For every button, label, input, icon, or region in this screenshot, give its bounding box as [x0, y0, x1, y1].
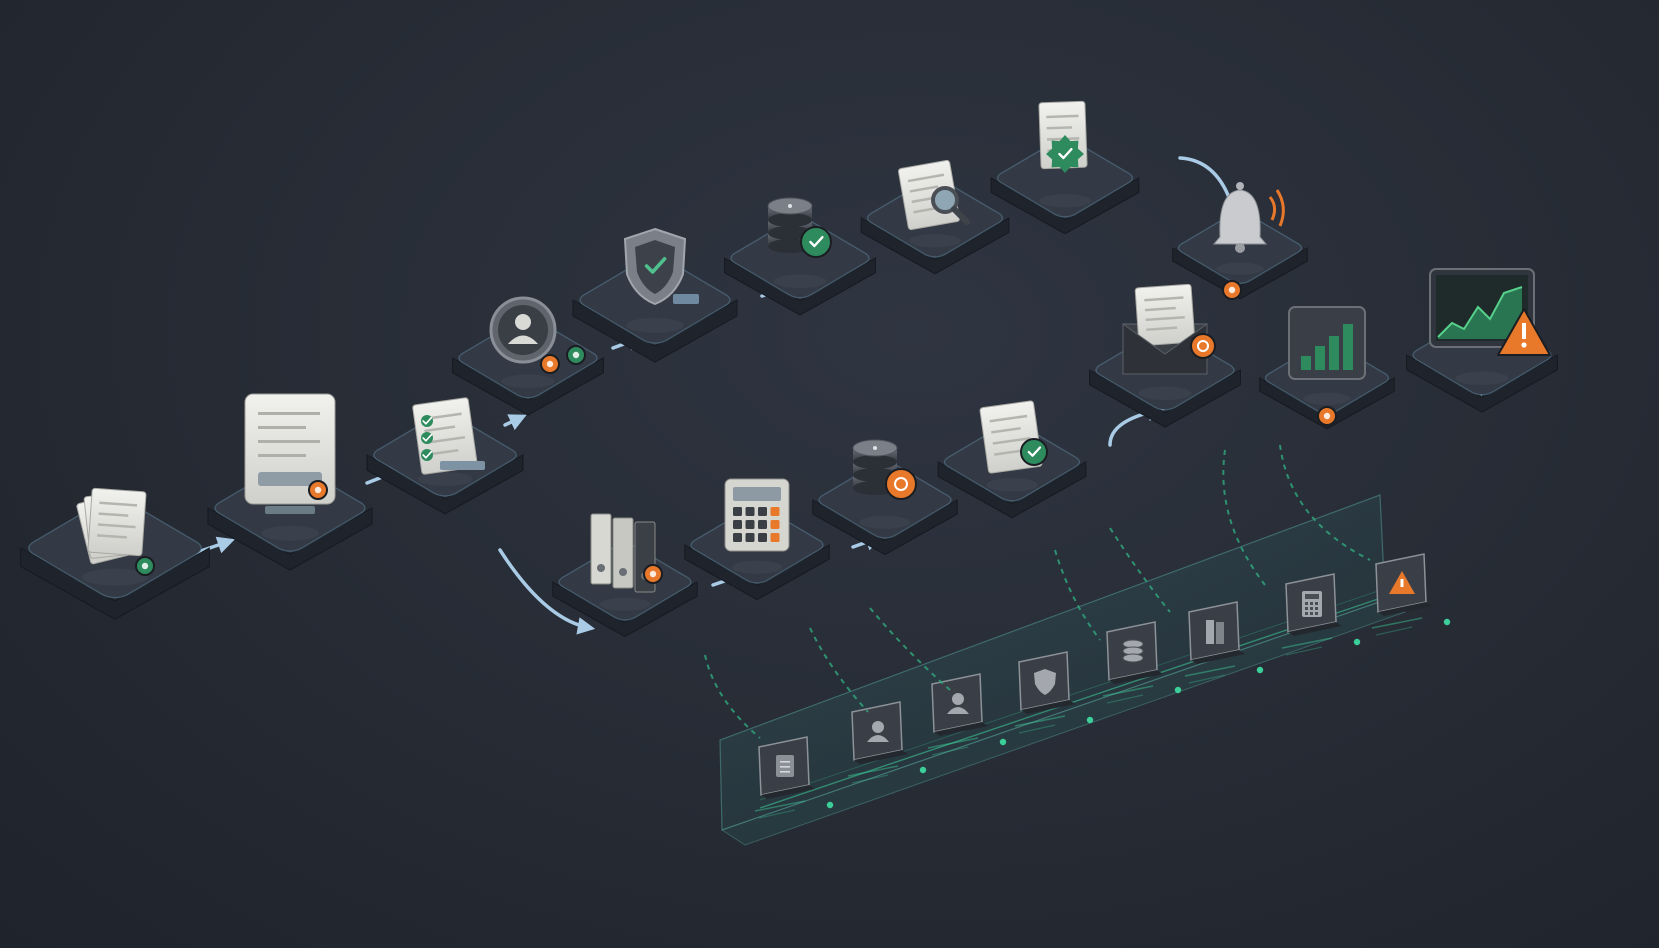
envelope-icon: [1122, 283, 1216, 375]
audit-trail-panel: [719, 494, 1451, 846]
warning-icon: [1389, 571, 1415, 594]
status-badge-icon: [643, 564, 663, 584]
form-card-icon: [244, 393, 336, 514]
workflow-node-identity[interactable]: [452, 296, 604, 416]
workflow-node-dashboard-alert[interactable]: [1406, 268, 1558, 413]
calculator-icon: [724, 478, 790, 552]
audit-link: [869, 607, 951, 691]
document-stack-icon: [76, 487, 147, 565]
line-chart-warning-icon: [1429, 268, 1551, 356]
database-icon: [1122, 639, 1144, 663]
workflow-node-intake[interactable]: [20, 487, 210, 620]
status-badge-icon: [308, 480, 328, 500]
timeline-marker-icon: [1353, 638, 1361, 646]
timeline-marker-icon: [826, 801, 834, 809]
document-check-icon: [979, 400, 1048, 474]
workflow-node-database-process[interactable]: [812, 439, 958, 556]
audit-card[interactable]: [847, 701, 908, 784]
binder-icon: [1206, 620, 1224, 644]
bell-icon: [1212, 182, 1285, 253]
timeline-marker-icon: [999, 738, 1007, 746]
timeline-marker-icon: [1256, 666, 1264, 674]
workflow-node-approval[interactable]: [990, 100, 1140, 235]
document-magnifier-icon: [897, 159, 970, 231]
audit-link: [704, 654, 761, 739]
database-check-icon: [767, 197, 832, 258]
timeline-marker-icon: [1443, 618, 1451, 626]
user-icon: [867, 721, 889, 742]
audit-card[interactable]: [1014, 651, 1075, 734]
flow-arrow: [503, 414, 527, 431]
timeline-marker-icon: [1086, 716, 1094, 724]
workflow-node-document-approved[interactable]: [937, 400, 1087, 519]
document-icon: [776, 755, 794, 777]
user-icon: [947, 693, 969, 714]
workflow-node-archive[interactable]: [552, 513, 698, 638]
audit-card[interactable]: [1184, 601, 1245, 684]
audit-link: [809, 627, 869, 713]
status-badge-icon: [1222, 280, 1242, 300]
database-clock-icon: [852, 439, 917, 500]
workflow-node-mail[interactable]: [1089, 283, 1241, 428]
timeline-marker-icon: [1174, 686, 1182, 694]
audit-links: [704, 444, 1371, 739]
user-avatar-icon: [489, 296, 557, 364]
checklist-icon: [412, 397, 485, 475]
audit-link: [1054, 549, 1101, 641]
flow-arrow: [498, 548, 596, 635]
status-badge-icon: [540, 345, 586, 374]
audit-card[interactable]: [1281, 573, 1342, 656]
shield-check-icon: [623, 227, 699, 306]
calculator-icon: [1302, 591, 1322, 617]
workflow-node-document-review[interactable]: [860, 159, 1010, 275]
audit-card[interactable]: [927, 673, 988, 756]
timeline-marker-icon: [919, 766, 927, 774]
status-badge-icon: [1317, 406, 1337, 426]
workflow-node-form[interactable]: [207, 393, 373, 571]
workflow-node-bar-report[interactable]: [1259, 306, 1395, 430]
certified-document-icon: [1038, 100, 1088, 173]
workflow-node-calculation[interactable]: [684, 478, 830, 601]
audit-link: [1279, 444, 1371, 561]
workflow-node-checklist[interactable]: [366, 397, 524, 515]
workflow-node-notification[interactable]: [1172, 182, 1308, 300]
audit-card[interactable]: [1102, 621, 1163, 704]
audit-card[interactable]: [1371, 553, 1432, 636]
audit-timeline-line: [759, 594, 1391, 809]
shield-icon: [1034, 669, 1056, 695]
audit-card[interactable]: [754, 736, 815, 819]
workflow-node-security[interactable]: [572, 227, 738, 363]
audit-link: [1109, 527, 1171, 613]
status-badge-icon: [135, 556, 155, 576]
workflow-node-database-verify[interactable]: [724, 197, 876, 316]
bar-chart-icon: [1288, 306, 1366, 380]
